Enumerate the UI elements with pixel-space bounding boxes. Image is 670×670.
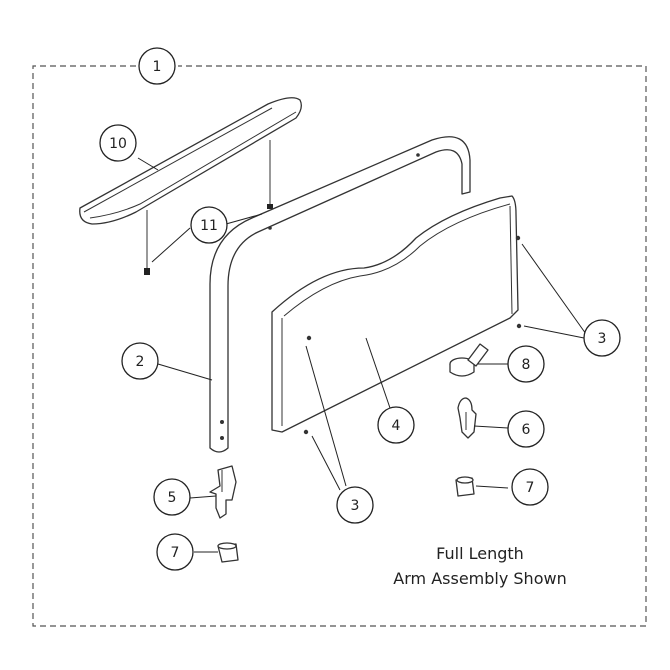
caption-line-2: Arm Assembly Shown <box>393 569 566 588</box>
svg-text:4: 4 <box>392 418 401 434</box>
svg-text:2: 2 <box>136 354 145 370</box>
svg-text:11: 11 <box>200 218 218 234</box>
svg-text:7: 7 <box>526 480 535 496</box>
caption-line-1: Full Length <box>436 544 524 563</box>
callout-5: 5 <box>153 478 191 516</box>
bumper-right <box>455 476 475 497</box>
svg-text:7: 7 <box>171 545 180 561</box>
side-panel <box>271 195 522 435</box>
callout-10: 10 <box>99 124 137 162</box>
leader-lines <box>137 157 587 553</box>
svg-text:5: 5 <box>168 490 177 506</box>
mounting-screws <box>144 140 273 275</box>
arm-clip <box>209 465 237 519</box>
svg-text:3: 3 <box>598 331 607 347</box>
callout-6: 6 <box>507 410 545 448</box>
release-lever <box>449 343 489 377</box>
svg-text:10: 10 <box>109 136 127 152</box>
callout-2: 2 <box>121 342 159 380</box>
callout-3-right: 3 <box>583 319 621 357</box>
svg-text:8: 8 <box>522 357 531 373</box>
callout-7-right: 7 <box>511 468 549 506</box>
bumper-lower-left <box>217 542 239 563</box>
svg-text:6: 6 <box>522 422 531 438</box>
assembly-boundary <box>32 65 647 627</box>
callout-7-left: 7 <box>156 533 194 571</box>
callout-8: 8 <box>507 345 545 383</box>
svg-text:1: 1 <box>153 59 162 75</box>
svg-text:3: 3 <box>351 498 360 514</box>
armrest-pad <box>79 97 302 225</box>
latch-mechanism <box>457 397 477 439</box>
callout-1: 1 <box>138 47 176 85</box>
callout-11: 11 <box>190 206 228 244</box>
arm-frame <box>209 136 471 453</box>
callout-3-bottom: 3 <box>336 486 374 524</box>
callout-4: 4 <box>377 406 415 444</box>
